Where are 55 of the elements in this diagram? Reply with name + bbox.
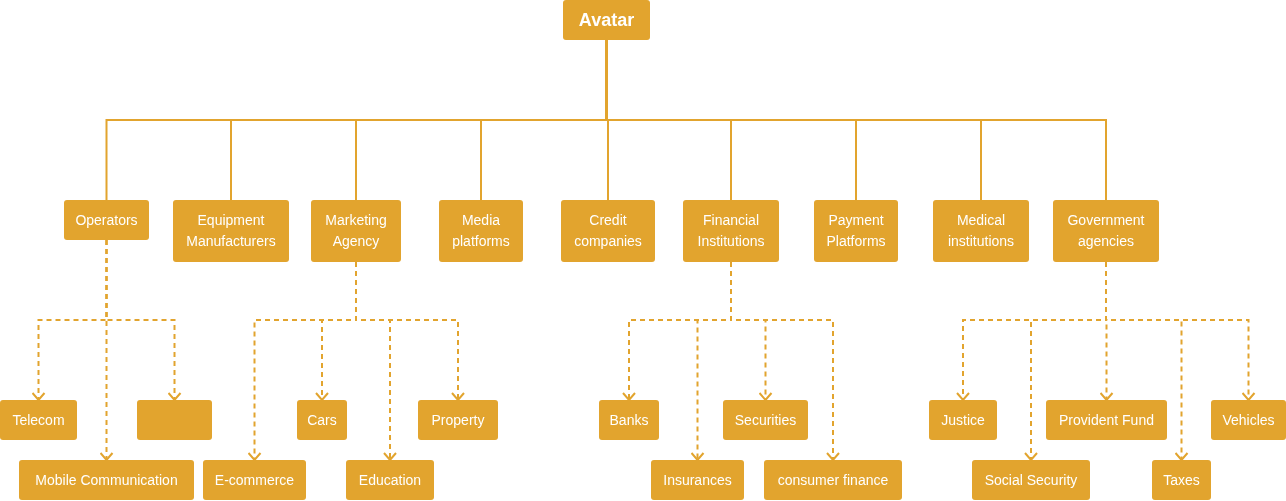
node-label: Insurances <box>663 470 732 490</box>
org-box <box>1053 200 1159 262</box>
org-box <box>439 200 523 262</box>
node-label: Education <box>358 470 422 490</box>
node-label: Taxes <box>1163 470 1200 490</box>
org-box <box>1152 460 1211 500</box>
node-label: Government agencies <box>1066 211 1146 251</box>
node-label: consumer finance <box>777 470 889 490</box>
org-box <box>929 400 997 440</box>
org-box <box>64 200 149 240</box>
node-label: Operators <box>75 210 138 230</box>
org-box <box>972 460 1090 500</box>
org-box <box>173 200 289 262</box>
node-label: Justice <box>941 410 985 430</box>
org-box <box>0 400 77 440</box>
org-box <box>1046 400 1167 440</box>
node-label: Social Security <box>984 470 1078 490</box>
node-label: Provident Fund <box>1059 410 1154 430</box>
node-label: Banks <box>609 410 649 430</box>
node-label: Property <box>431 410 485 430</box>
org-box <box>311 200 401 262</box>
org-box <box>651 460 744 500</box>
node-label: Mobile Communication <box>35 470 178 490</box>
arrow <box>730 261 840 461</box>
org-box <box>346 460 434 500</box>
org-box <box>19 460 194 500</box>
node-label: Equipment Manufacturers <box>185 211 277 251</box>
arrow <box>1105 261 1256 401</box>
org-box <box>933 200 1029 262</box>
org-box <box>599 400 659 440</box>
node-label: Media platforms <box>451 211 511 251</box>
node-label: Credit companies <box>573 211 643 251</box>
node-label: Payment Platforms <box>825 211 887 251</box>
node-label: E-commerce <box>214 470 295 490</box>
node-label: Avatar <box>578 9 635 31</box>
org-box <box>561 200 655 262</box>
node-label: Medical institutions <box>946 211 1016 251</box>
org-box <box>563 0 650 40</box>
node-label: Cars <box>307 410 337 430</box>
org-box <box>203 460 306 500</box>
org-box <box>137 400 212 440</box>
org-box <box>764 460 902 500</box>
node-label: Telecom <box>12 410 65 430</box>
node-label: Marketing Agency <box>324 211 388 251</box>
node-label: Financial Institutions <box>696 211 766 251</box>
org-box <box>418 400 498 440</box>
arrow <box>105 239 182 401</box>
org-box <box>814 200 898 262</box>
arrow <box>355 261 465 401</box>
org-box <box>683 200 779 262</box>
org-box <box>297 400 347 440</box>
org-box <box>723 400 808 440</box>
org-box <box>1211 400 1286 440</box>
node-label: Securities <box>734 410 797 430</box>
node-label: Vehicles <box>1222 410 1275 430</box>
